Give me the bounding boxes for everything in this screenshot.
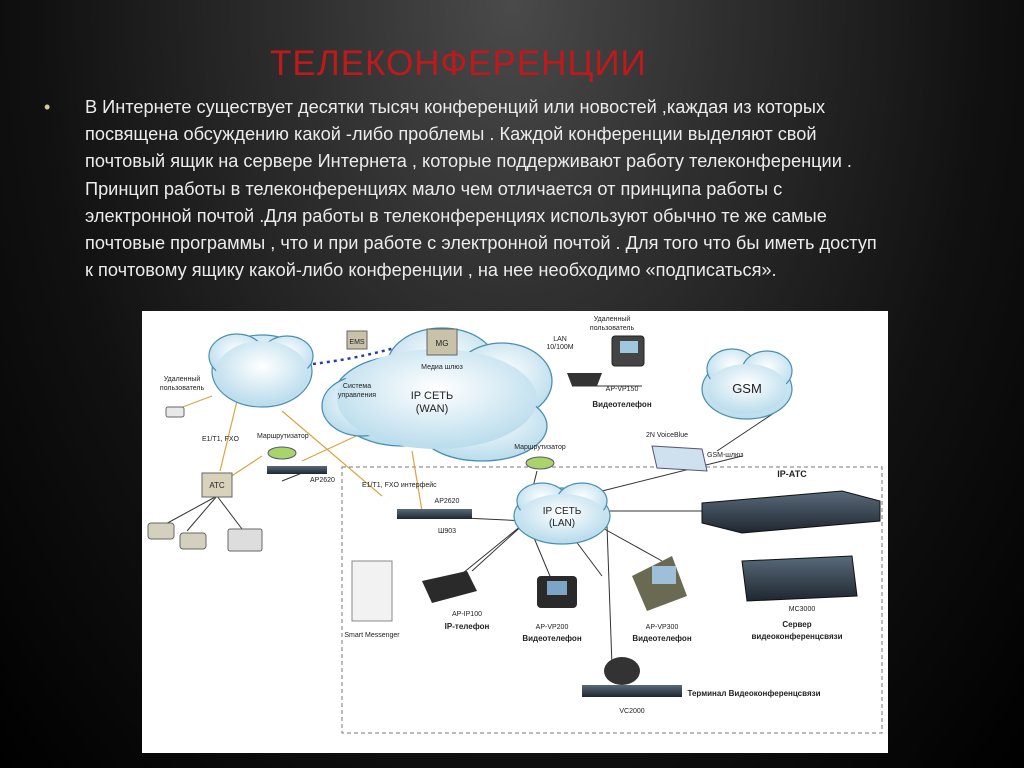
terminal-label: Терминал Видеоконференцсвязи xyxy=(687,689,820,698)
remote-user-left-2: пользователь xyxy=(160,385,205,392)
network-diagram: IP СЕТЬ (WAN) GSM IP СЕТЬ (LAN) EMS MG М… xyxy=(142,311,888,753)
lan-speed-1: LAN xyxy=(553,336,567,343)
slide-title: ТЕЛЕКОНФЕРЕНЦИИ xyxy=(270,44,647,83)
control-system-label-2: управления xyxy=(338,392,376,399)
camera-icon xyxy=(604,657,640,685)
cloud-gsm-fill xyxy=(707,364,787,414)
cloud-left-fill xyxy=(216,341,308,405)
remote-user-left-1: Удаленный xyxy=(164,375,201,383)
ats-box xyxy=(201,472,233,498)
gsm-label: GSM xyxy=(732,381,762,396)
ap2620-left-label: AP2620 xyxy=(310,477,335,484)
videophone-300-label: Видеотелефон xyxy=(632,634,691,643)
videophone-top-label: Видеотелефон xyxy=(592,400,651,409)
voiceblue-label: 2N VoiceBlue xyxy=(646,432,688,439)
sh903-label: Ш903 xyxy=(438,528,456,535)
router-left-label: Маршрутизатор xyxy=(257,433,309,440)
paragraph-line: почтовый ящик на сервере Интернета , кот… xyxy=(85,151,852,172)
bullet-marker: • xyxy=(44,97,51,117)
remote-user-top-1: Удаленный xyxy=(594,315,631,323)
paragraph-line: электронной почтой .Для работы в телекон… xyxy=(85,205,827,226)
trunk-lines xyxy=(171,395,423,512)
phone-icon xyxy=(567,373,602,386)
videophone-screen xyxy=(620,341,638,353)
remote-user-top-2: пользователь xyxy=(590,325,635,332)
ap2620-mid-device xyxy=(397,509,472,519)
control-system-label-1: Система xyxy=(343,383,371,390)
mg-label: MG xyxy=(436,339,449,348)
paragraph-line: В Интернете существует десятки тысяч кон… xyxy=(85,97,826,117)
phone-icon xyxy=(147,522,175,540)
cloud-wan-fill xyxy=(337,349,537,449)
ap-vp300-label: AP-VP300 xyxy=(646,624,679,631)
videophone-200-screen xyxy=(547,581,567,595)
media-gateway-label: Медиа шлюз xyxy=(421,364,463,371)
wan-label-1: IP СЕТЬ xyxy=(411,390,453,402)
lan-label-1: IP СЕТЬ xyxy=(543,506,582,517)
smart-messenger-window xyxy=(351,560,393,622)
ap-vp200-label: AP-VP200 xyxy=(536,624,569,631)
e1-fxo-label-left: E1/T1, FXO xyxy=(202,436,240,443)
ems-box xyxy=(346,330,368,350)
phone-icon xyxy=(165,406,185,418)
ap2620-left-device xyxy=(267,466,327,474)
ip-ats-label: IP-АТС xyxy=(777,469,807,479)
gsm-gateway-label: GSM-шлюз xyxy=(707,452,743,459)
ap-vp150-label: AP-VP150 xyxy=(606,386,639,393)
paragraph-line: к почтовому ящику какой-либо конференции… xyxy=(85,260,777,281)
paragraph-line: почтовые программы , что и при работе с … xyxy=(85,233,877,254)
vc2000-label: VC2000 xyxy=(619,708,644,715)
ip-ats-device xyxy=(701,490,881,534)
wan-label-2: (WAN) xyxy=(416,403,449,415)
lan-zone-border xyxy=(341,466,883,734)
lan-label-2: (LAN) xyxy=(549,518,575,529)
fax-icon xyxy=(227,528,263,552)
mg-box xyxy=(426,328,458,356)
videophone-300-screen xyxy=(652,566,676,584)
paragraph-line: Принцип работы в телеконференциях мало ч… xyxy=(85,178,783,199)
ip-phone-label: IP-телефон xyxy=(445,622,490,631)
e1-fxo-interface-label: E1/T1, FXO интерфейс xyxy=(362,481,437,489)
mc3000-server xyxy=(741,555,858,602)
router-mid-icon xyxy=(525,456,555,470)
phone-icon xyxy=(179,532,207,550)
smart-messenger-label: Smart Messenger xyxy=(344,632,400,639)
mc3000-label: MC3000 xyxy=(789,606,816,613)
gsm-gateway-icon xyxy=(651,445,708,472)
router-left-icon xyxy=(267,446,297,460)
lan-speed-2: 10/100M xyxy=(546,344,573,351)
slide-paragraph: В Интернете существует десятки тысяч кон… xyxy=(85,94,965,284)
ap-ip100-label: AP-IP100 xyxy=(452,611,482,618)
cloud-lan-fill xyxy=(518,494,606,542)
paragraph-line: посвящена обсуждению какой -либо проблем… xyxy=(85,124,817,145)
ats-label: АТС xyxy=(209,481,225,490)
vc2000-device xyxy=(582,685,682,697)
ems-label: EMS xyxy=(349,339,365,346)
server-label-2: видеоконференцсвязи xyxy=(751,632,842,641)
ip-phone-icon xyxy=(422,571,477,603)
server-label-1: Сервер xyxy=(782,620,811,629)
videophone-200-label: Видеотелефон xyxy=(522,634,581,643)
ap2620-mid-label: AP2620 xyxy=(435,498,460,505)
router-mid-label: Маршрутизатор xyxy=(514,444,566,451)
